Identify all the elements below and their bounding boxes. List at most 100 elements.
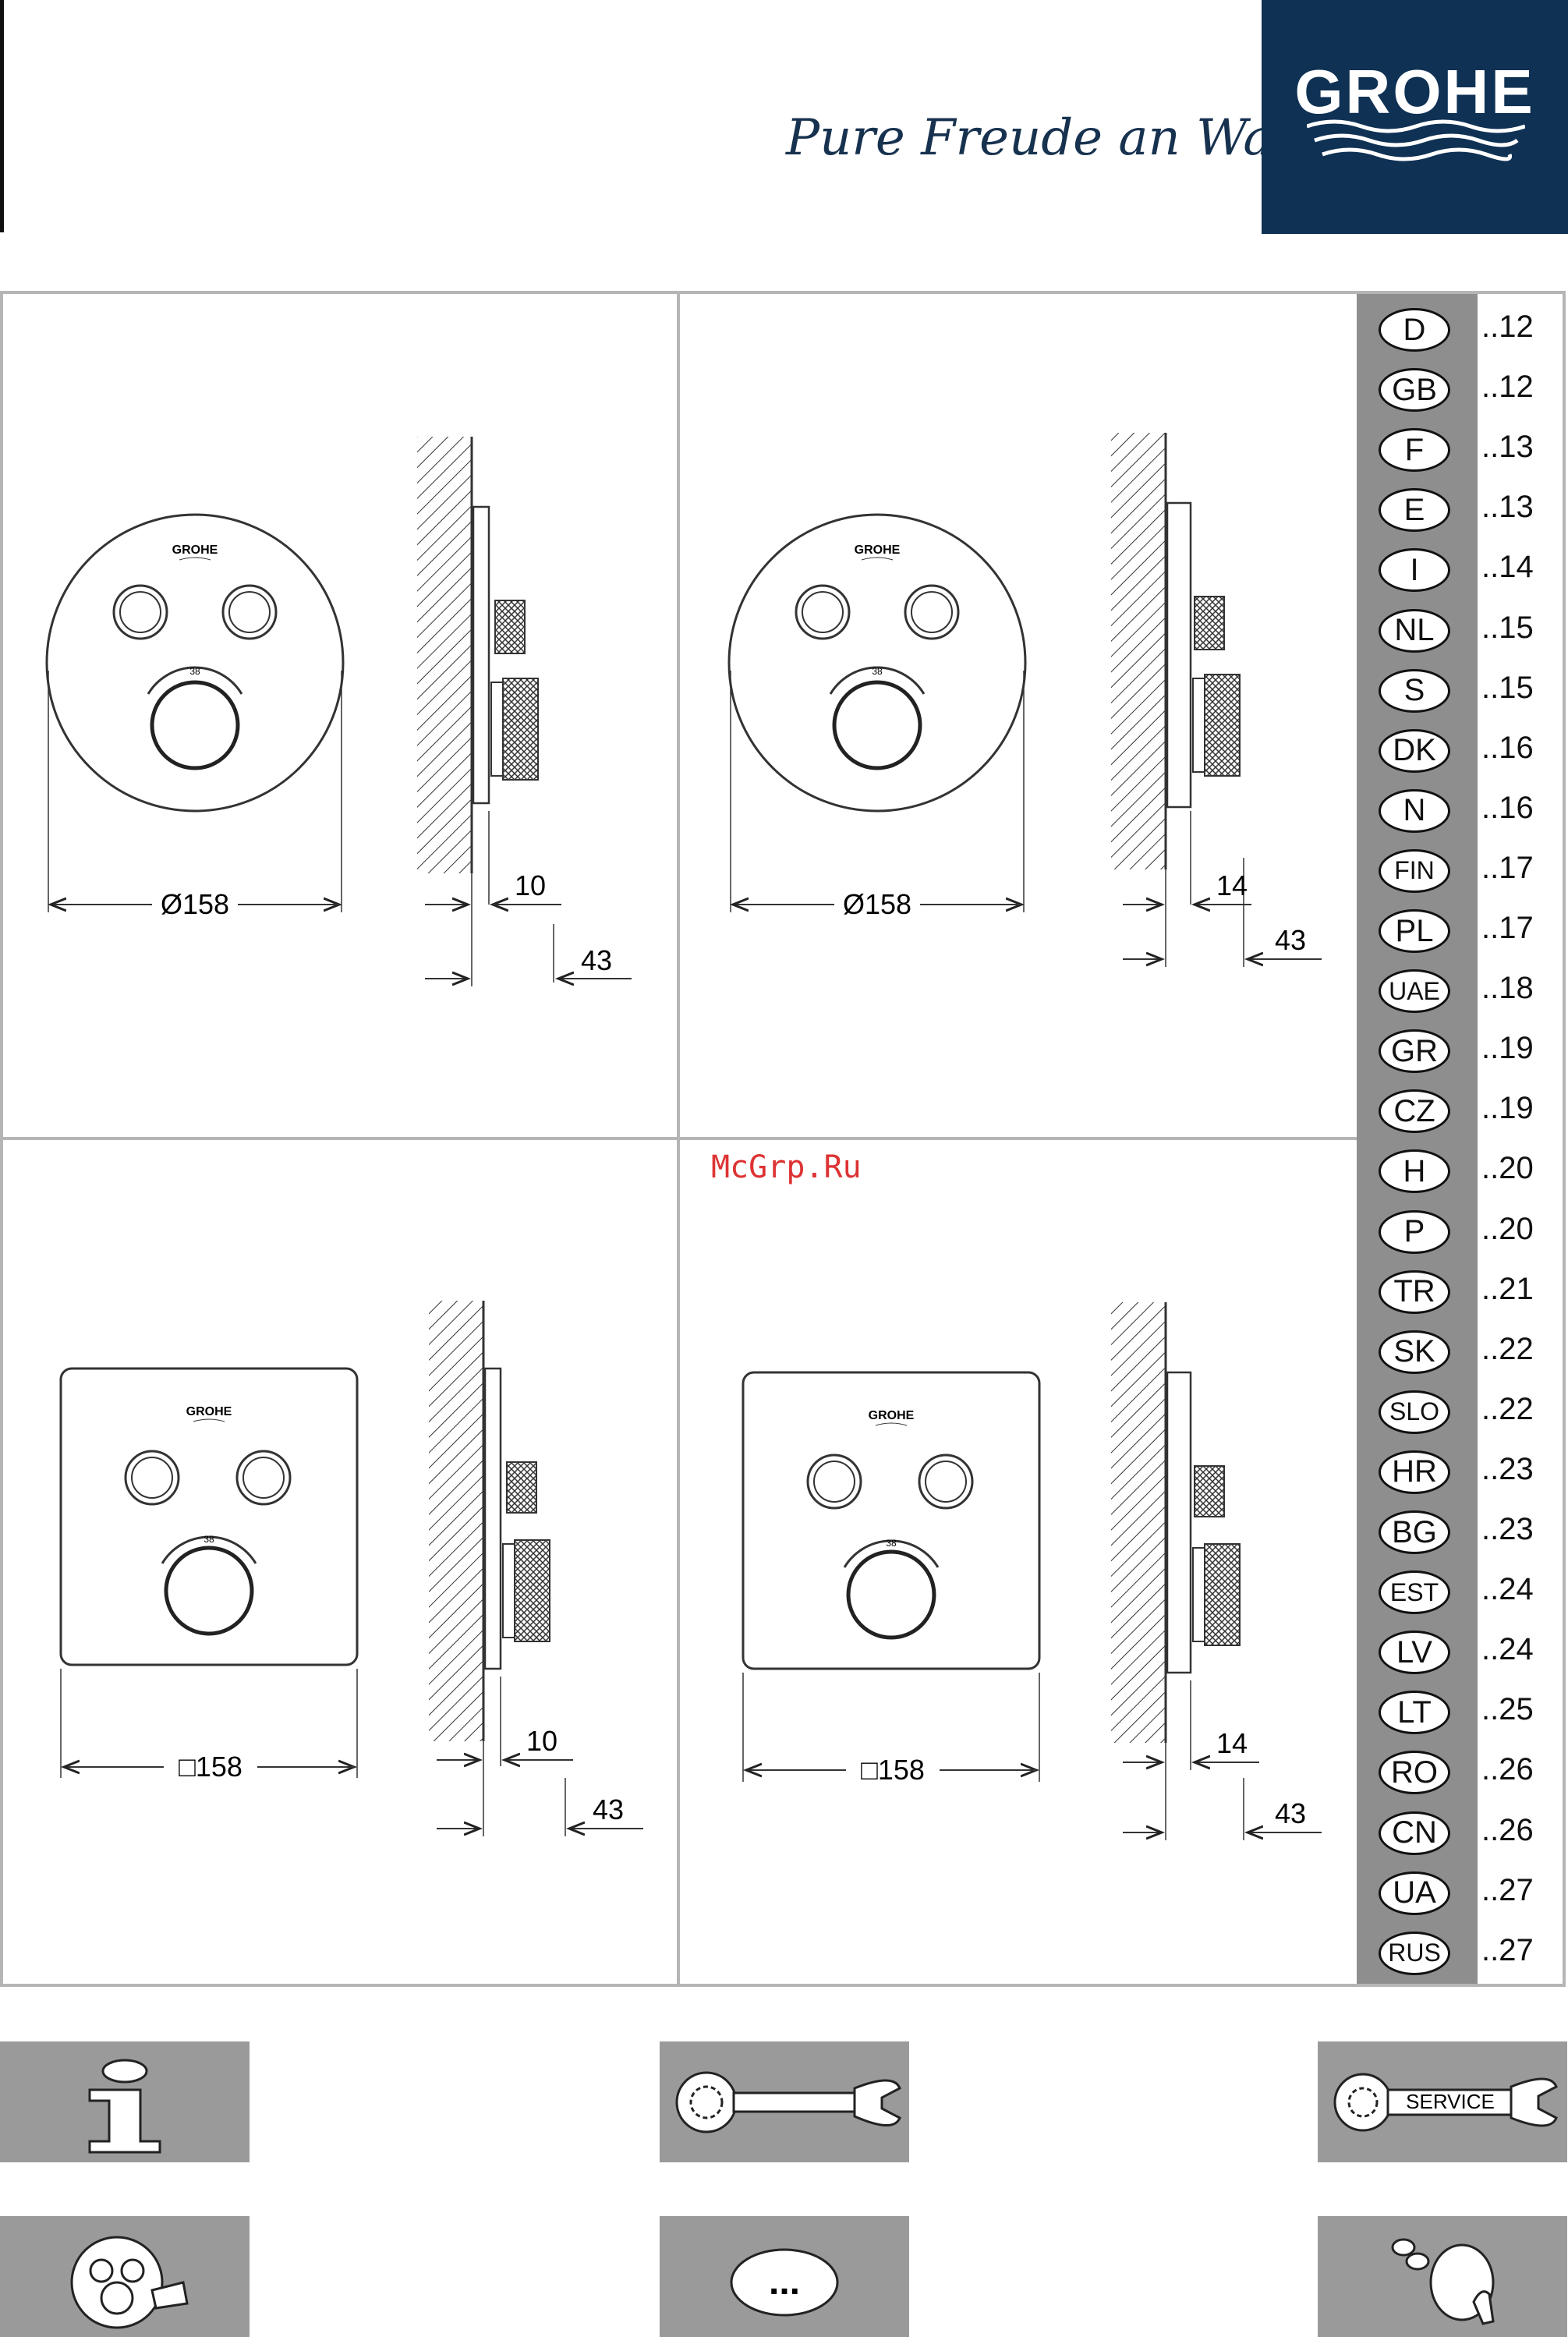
service-icon: SERVICE — [1333, 2073, 1558, 2132]
language-item-p[interactable]: P..20 — [1357, 1202, 1566, 1262]
language-page: ..20 — [1481, 1151, 1534, 1186]
language-item-f[interactable]: F..13 — [1357, 420, 1566, 480]
language-code: CZ — [1379, 1089, 1450, 1134]
language-item-uae[interactable]: UAE..18 — [1357, 961, 1566, 1022]
language-item-d[interactable]: D ..12 — [1357, 300, 1566, 360]
grohe-logo: GROHE — [1262, 0, 1568, 234]
language-code: H — [1379, 1149, 1450, 1194]
language-item-e[interactable]: E..13 — [1357, 480, 1566, 540]
language-page: ..19 — [1481, 1031, 1534, 1066]
dim-b: 43 — [1275, 924, 1306, 956]
language-page: ..13 — [1481, 430, 1534, 465]
language-page: ..15 — [1481, 610, 1534, 645]
parts-icon — [1391, 2238, 1495, 2325]
language-item-dk[interactable]: DK ..16 — [1357, 721, 1566, 781]
more-tile[interactable]: ... — [660, 2216, 909, 2337]
language-item-pl[interactable]: PL..17 — [1357, 901, 1566, 961]
dim-a: 14 — [1216, 1727, 1248, 1759]
language-code: N — [1379, 788, 1450, 833]
language-page: ..12 — [1481, 370, 1534, 405]
knob-scale: 38 — [189, 666, 200, 677]
language-item-est[interactable]: EST ..24 — [1357, 1563, 1566, 1623]
language-page: ..19 — [1481, 1091, 1534, 1126]
diameter-label: □158 — [179, 1751, 242, 1783]
svg-text:GROHE: GROHE — [869, 1409, 915, 1422]
svg-text:GROHE: GROHE — [186, 1405, 232, 1418]
language-page: ..20 — [1481, 1211, 1534, 1246]
language-code: D — [1379, 308, 1450, 352]
language-item-n[interactable]: N..16 — [1357, 781, 1566, 841]
language-code: RUS — [1379, 1931, 1450, 1975]
language-item-lv[interactable]: LV ..24 — [1357, 1623, 1566, 1683]
language-page: ..26 — [1481, 1812, 1534, 1847]
more-label: ... — [769, 2261, 800, 2303]
language-page: ..16 — [1481, 730, 1534, 765]
language-page: ..24 — [1481, 1572, 1534, 1607]
language-item-ro[interactable]: RO..26 — [1357, 1743, 1566, 1803]
knob-scale: 38 — [204, 1534, 214, 1545]
language-code: SLO — [1379, 1390, 1450, 1434]
dim-a: 10 — [526, 1725, 557, 1757]
language-item-tr[interactable]: TR..21 — [1357, 1262, 1566, 1323]
diameter-label: Ø158 — [843, 888, 911, 920]
language-item-nl[interactable]: NL..15 — [1357, 601, 1566, 661]
language-code: GR — [1379, 1029, 1450, 1074]
language-code: E — [1379, 488, 1450, 533]
language-page: ..26 — [1481, 1752, 1534, 1787]
installation-tile[interactable] — [0, 2216, 250, 2337]
language-item-lt[interactable]: LT ..25 — [1357, 1683, 1566, 1743]
drawing-round-14: GROHE 38 Ø158 14 43 — [698, 405, 1353, 998]
dim-b: 43 — [581, 944, 612, 976]
knob-scale: 38 — [872, 666, 883, 677]
language-code: LT — [1379, 1691, 1450, 1735]
language-item-h[interactable]: H ..20 — [1357, 1142, 1566, 1202]
language-item-slo[interactable]: SLO ..22 — [1357, 1383, 1566, 1443]
language-code: UAE — [1379, 969, 1450, 1014]
language-code: LV — [1379, 1631, 1450, 1675]
language-page: ..22 — [1481, 1391, 1534, 1426]
service-tile[interactable]: SERVICE — [1318, 2041, 1567, 2162]
language-page: ..23 — [1481, 1512, 1534, 1546]
language-page: ..25 — [1481, 1692, 1534, 1727]
language-code: FIN — [1379, 848, 1450, 893]
diameter-label: □158 — [861, 1754, 925, 1786]
language-item-ua[interactable]: UA..27 — [1357, 1864, 1566, 1924]
language-page: ..24 — [1481, 1632, 1534, 1667]
watermark: McGrp.Ru — [711, 1149, 862, 1185]
language-item-sk[interactable]: SK..22 — [1357, 1323, 1566, 1383]
language-code: I — [1379, 548, 1450, 593]
language-code: PL — [1379, 909, 1450, 953]
language-item-gb[interactable]: GB ..12 — [1357, 360, 1566, 420]
parts-tile[interactable] — [1318, 2216, 1567, 2337]
language-page: ..12 — [1481, 310, 1534, 344]
language-item-rus[interactable]: RUS ..27 — [1357, 1924, 1566, 1984]
tools-tile[interactable] — [660, 2041, 909, 2162]
info-tile[interactable] — [0, 2041, 250, 2162]
language-page: ..27 — [1481, 1932, 1534, 1967]
language-item-s[interactable]: S..15 — [1357, 661, 1566, 721]
language-code: S — [1379, 668, 1450, 713]
language-item-bg[interactable]: BG ..23 — [1357, 1503, 1566, 1563]
installation-icon — [70, 2236, 189, 2329]
service-label: SERVICE — [1406, 2090, 1495, 2113]
language-item-fin[interactable]: FIN..17 — [1357, 841, 1566, 901]
language-code: HR — [1379, 1450, 1450, 1494]
brand-name: GROHE — [1294, 57, 1535, 126]
language-page: ..14 — [1481, 550, 1534, 585]
language-item-gr[interactable]: GR ..19 — [1357, 1022, 1566, 1082]
dim-a: 14 — [1216, 869, 1248, 901]
language-item-cn[interactable]: CN..26 — [1357, 1804, 1566, 1864]
svg-text:GROHE: GROHE — [172, 544, 218, 557]
language-code: DK — [1379, 728, 1450, 773]
dim-b: 43 — [1275, 1797, 1306, 1829]
frame-divider-horizontal — [0, 1137, 1357, 1140]
language-item-i[interactable]: I ..14 — [1357, 540, 1566, 600]
drawing-round-10: GROHE 38 Ø158 10 43 — [16, 405, 671, 998]
language-code: BG — [1379, 1510, 1450, 1554]
language-code: GB — [1379, 368, 1450, 413]
drawing-square-14: GROHE 38 □158 14 43 — [698, 1279, 1353, 1871]
dim-a: 10 — [515, 869, 546, 901]
language-code: EST — [1379, 1570, 1450, 1615]
language-item-cz[interactable]: CZ ..19 — [1357, 1082, 1566, 1142]
language-item-hr[interactable]: HR..23 — [1357, 1443, 1566, 1503]
